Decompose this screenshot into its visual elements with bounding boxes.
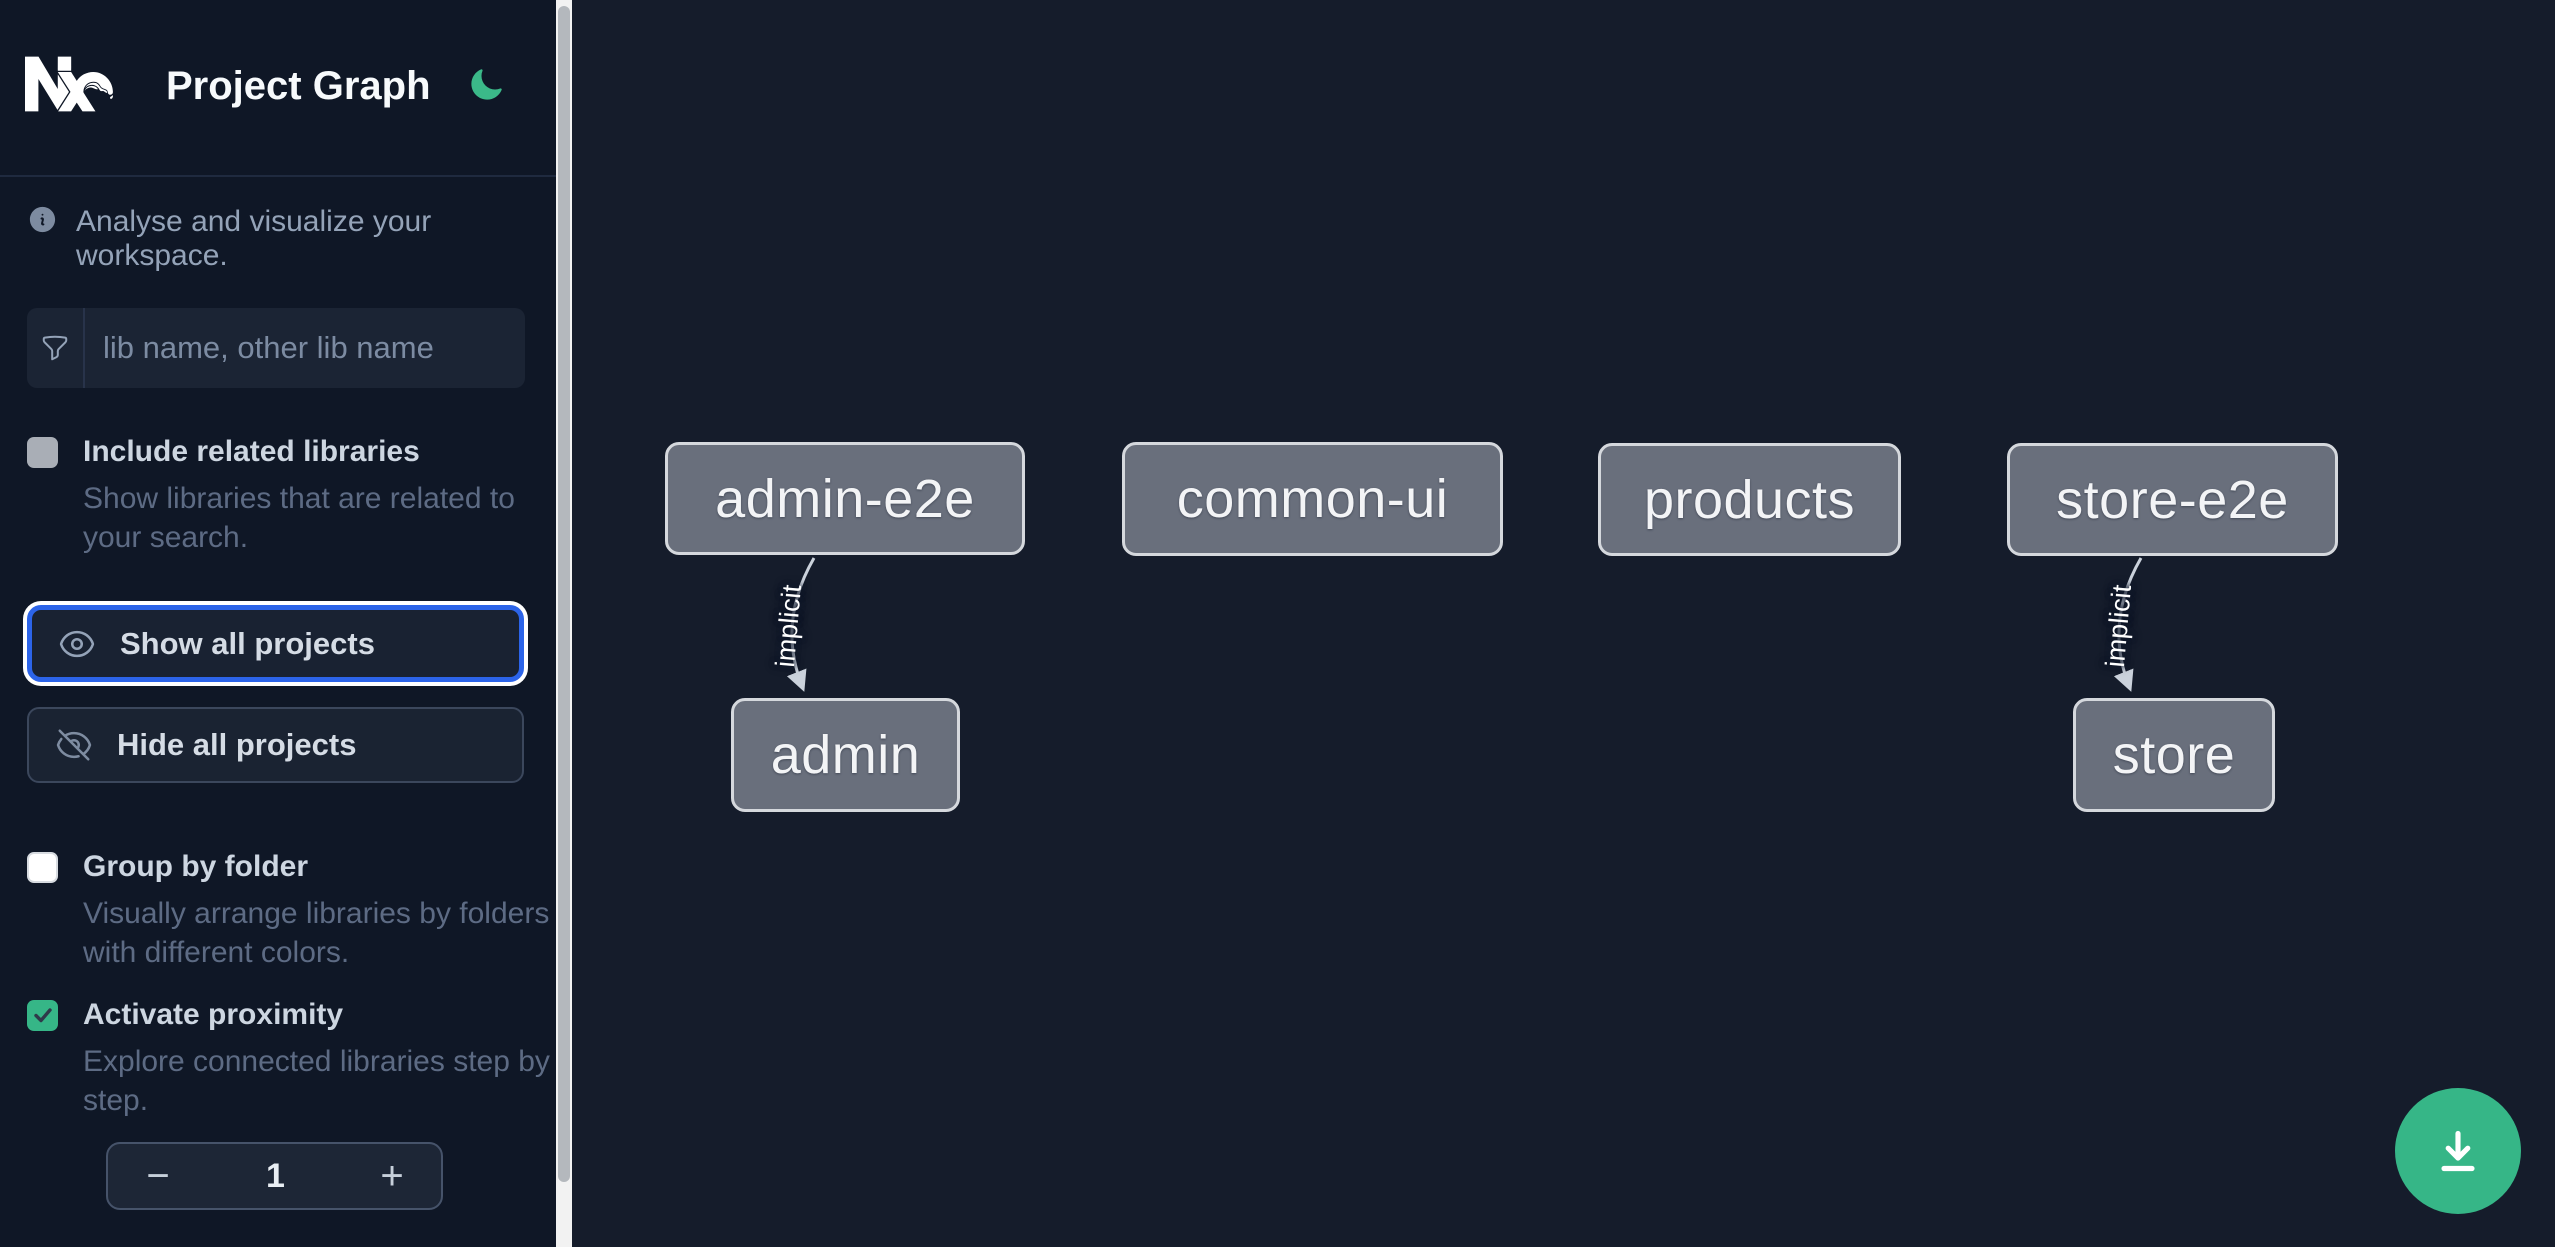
activate-proximity-label: Activate proximity xyxy=(83,998,344,1031)
project-node-admin[interactable]: admin xyxy=(731,698,960,812)
increment-button[interactable]: + xyxy=(343,1144,441,1208)
node-label: admin-e2e xyxy=(715,468,975,529)
project-node-admin-e2e[interactable]: admin-e2e xyxy=(665,442,1025,555)
node-label: products xyxy=(1643,469,1856,530)
proximity-depth-value: 1 xyxy=(266,1156,285,1195)
checkmark-icon xyxy=(33,1008,52,1023)
proximity-depth-stepper: − 1 + xyxy=(106,1142,443,1210)
scrollbar-thumb[interactable] xyxy=(558,6,570,1182)
show-all-projects-label: Show all projects xyxy=(120,625,375,661)
include-related-checkbox[interactable] xyxy=(27,436,58,468)
sidebar-header: Project Graph xyxy=(0,0,556,177)
project-node-store[interactable]: store xyxy=(2073,698,2275,812)
decrement-button[interactable]: − xyxy=(108,1144,208,1208)
include-related-description: Show libraries that are related to your … xyxy=(83,482,515,554)
node-label: store-e2e xyxy=(2056,469,2289,530)
eye-slash-icon xyxy=(56,729,92,761)
page-title: Project Graph xyxy=(166,64,431,108)
info-icon xyxy=(29,206,56,233)
show-all-projects-button[interactable]: Show all projects xyxy=(27,605,524,682)
nx-logo xyxy=(25,56,113,112)
workspace-tagline-row: Analyse and visualize your workspace. xyxy=(27,203,556,273)
node-label: common-ui xyxy=(1176,469,1449,529)
filter-box xyxy=(27,308,525,388)
group-by-folder-option: Group by folder Visually arrange librari… xyxy=(27,850,549,972)
eye-icon xyxy=(59,630,95,657)
group-by-folder-checkbox[interactable] xyxy=(27,851,58,883)
hide-all-projects-button[interactable]: Hide all projects xyxy=(27,707,524,783)
activate-proximity-checkbox[interactable] xyxy=(27,999,58,1031)
edge-label-implicit: implicit xyxy=(2099,583,2138,669)
sidebar: Project Graph Analyse and visualize your… xyxy=(0,0,556,1247)
group-by-folder-label: Group by folder xyxy=(83,850,308,883)
edge-label-implicit: implicit xyxy=(769,583,808,669)
activate-proximity-description: Explore connected libraries step by step… xyxy=(83,1045,550,1117)
sidebar-scrollbar[interactable] xyxy=(556,0,572,1247)
download-icon xyxy=(2441,1130,2475,1172)
group-by-folder-description: Visually arrange libraries by folders wi… xyxy=(83,897,550,969)
project-node-products[interactable]: products xyxy=(1598,443,1901,556)
moon-icon xyxy=(471,68,502,100)
hide-all-projects-label: Hide all projects xyxy=(117,727,357,762)
tagline-text: Analyse and visualize your workspace. xyxy=(76,205,432,272)
node-label: admin xyxy=(770,725,921,785)
theme-toggle-button[interactable] xyxy=(466,66,506,106)
filter-input[interactable] xyxy=(85,308,525,388)
activate-proximity-option: Activate proximity Explore connected lib… xyxy=(27,998,550,1120)
download-image-button[interactable] xyxy=(2395,1088,2521,1214)
project-node-store-e2e[interactable]: store-e2e xyxy=(2007,443,2338,556)
project-node-common-ui[interactable]: common-ui xyxy=(1122,442,1503,556)
filter-icon-cell xyxy=(27,308,85,388)
funnel-icon xyxy=(42,335,68,361)
include-related-option: Include related libraries Show libraries… xyxy=(27,435,527,557)
node-label: store xyxy=(2112,725,2236,785)
include-related-label: Include related libraries xyxy=(83,435,420,468)
